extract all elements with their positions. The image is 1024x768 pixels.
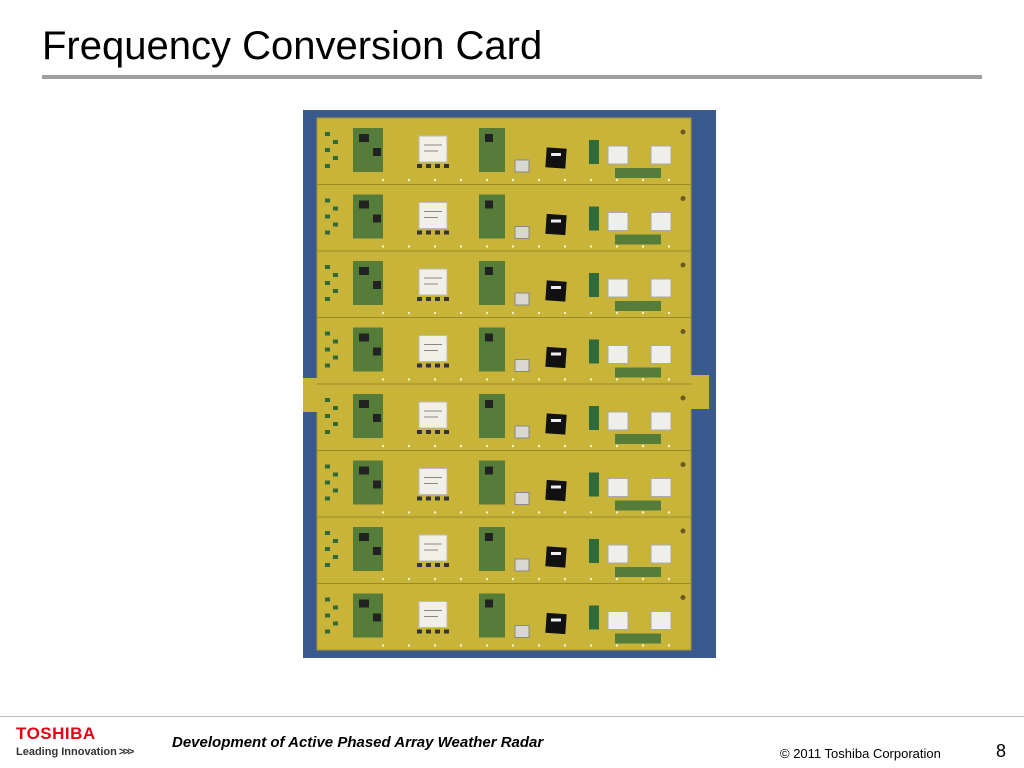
pcb-photo	[303, 110, 716, 658]
pcb-module	[325, 128, 686, 182]
toshiba-logo: TOSHIBA	[16, 724, 96, 743]
chevrons-icon: >>>	[118, 746, 134, 758]
copyright-notice: © 2011 Toshiba Corporation	[780, 746, 941, 761]
pcb-module	[317, 583, 691, 647]
title-divider	[42, 75, 982, 79]
pcb-module	[317, 383, 691, 448]
presentation-title: Development of Active Phased Array Weath…	[172, 734, 544, 751]
logo-tagline: Leading Innovation>>>	[16, 746, 134, 758]
footer-divider	[0, 716, 1024, 717]
pcb-module	[317, 184, 691, 248]
tagline-text: Leading Innovation	[16, 746, 117, 758]
pcb-module	[317, 250, 691, 315]
pcb-tab-left	[303, 378, 319, 412]
page-number: 8	[996, 741, 1007, 761]
pcb-module	[317, 450, 691, 514]
pcb-tab-right	[689, 375, 709, 409]
pcb-module	[317, 516, 691, 581]
pcb-module	[317, 317, 691, 381]
pcb-board-image	[303, 117, 709, 651]
slide-title: Frequency Conversion Card	[42, 24, 543, 68]
